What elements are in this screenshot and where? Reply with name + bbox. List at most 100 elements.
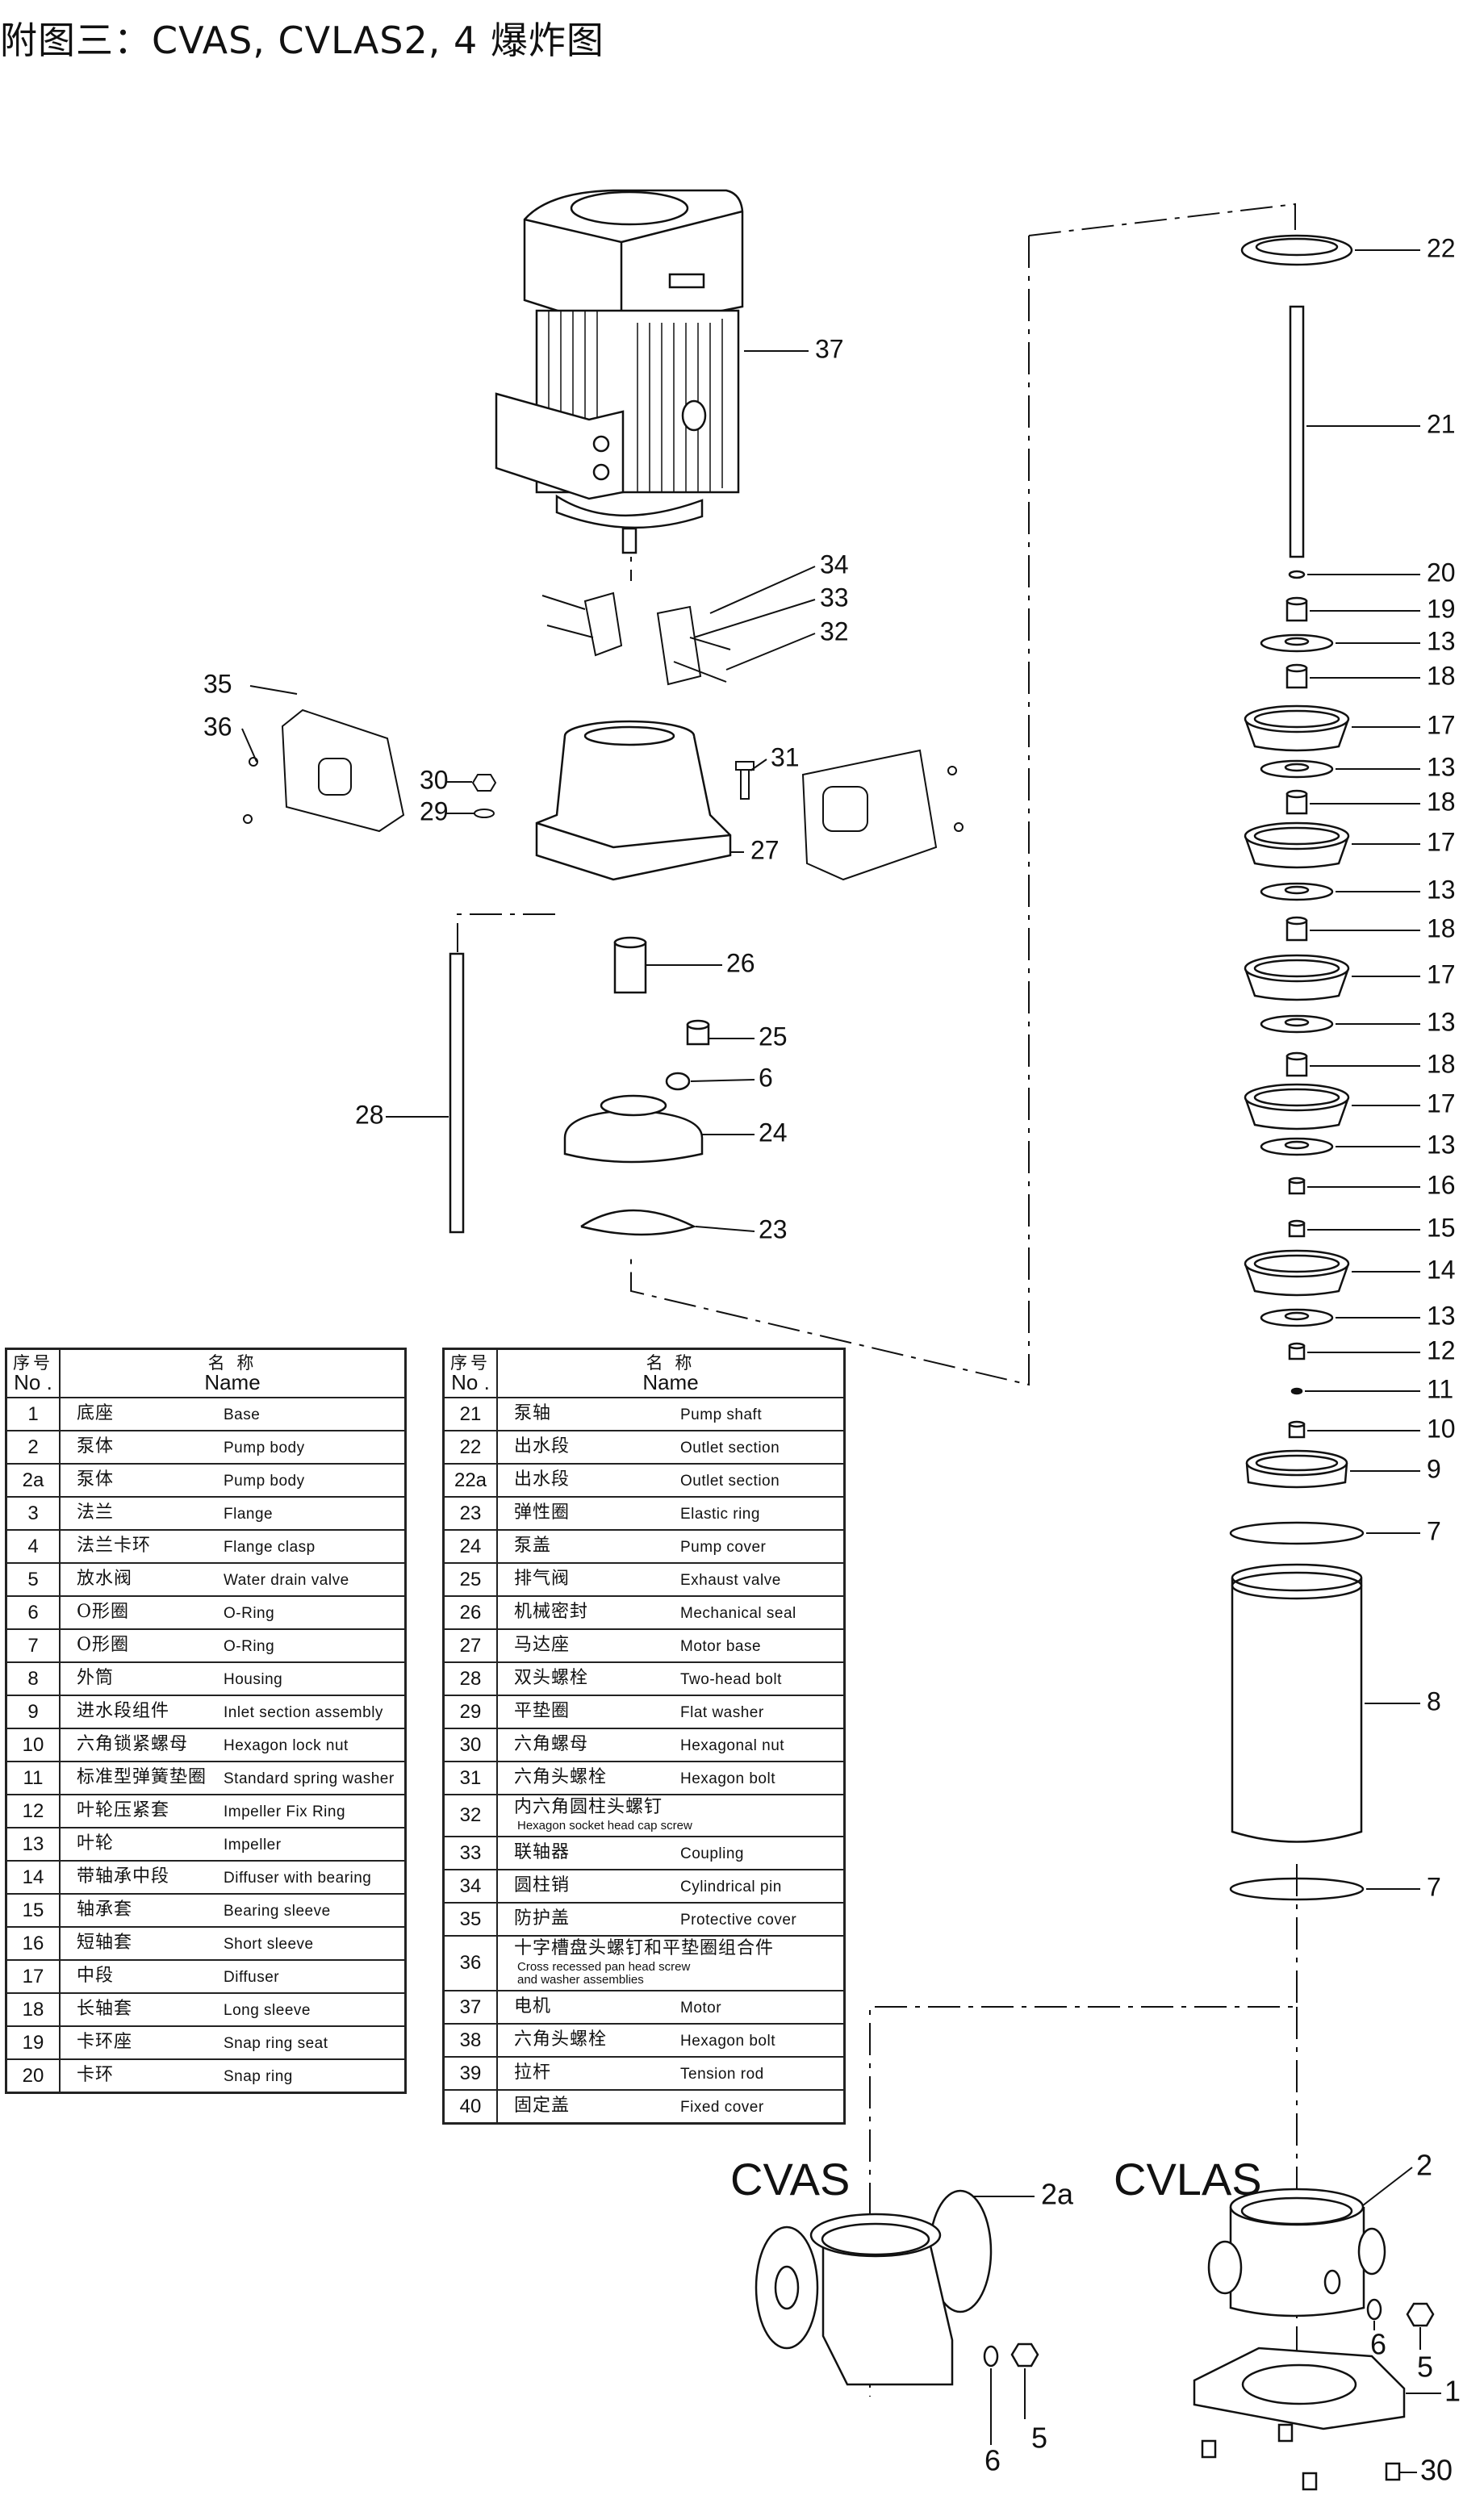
part-name-en: Hexagon bolt: [680, 2033, 775, 2050]
cvas-label: CVAS: [730, 2154, 850, 2205]
oring-part: [1229, 1877, 1365, 1901]
callout: 32: [725, 616, 849, 671]
callout: 37: [744, 334, 844, 363]
part-name-en: Hexagon bolt: [680, 1770, 775, 1787]
part-name-en: Water drain valve: [224, 1572, 349, 1589]
part-number: 22: [442, 1430, 498, 1465]
cvas-pump-body: [755, 2189, 1039, 2386]
diffuser-part: [1244, 704, 1350, 752]
callout-number: 10: [1427, 1414, 1456, 1443]
part-number: 9: [5, 1695, 61, 1729]
part-name-cn: 泵体: [77, 1469, 115, 1490]
part-name-en: Pump shaft: [680, 1406, 763, 1423]
part-name-en: Flange: [224, 1506, 274, 1523]
part-number: 38: [442, 2023, 498, 2058]
callout: 31: [750, 742, 800, 771]
diffuser-part: [1244, 1249, 1350, 1297]
part-name-cn: 进水段组件: [77, 1701, 170, 1721]
part-number: 2a: [5, 1463, 61, 1498]
part-name-en: O-Ring: [224, 1605, 275, 1622]
inlet-part: [1245, 1449, 1348, 1489]
small-part: [1288, 1342, 1306, 1360]
part-number: 8: [5, 1661, 61, 1696]
motor-base-part: [535, 720, 732, 881]
housing-part: [1231, 1563, 1363, 1843]
part-number: 21: [442, 1397, 498, 1431]
callout-number: 24: [759, 1118, 788, 1147]
part-number: 36: [442, 1935, 498, 1991]
part-number: 3: [5, 1496, 61, 1531]
callout: 27: [730, 835, 780, 864]
callout-labels: 2221201913181713181713181713181713161514…: [203, 233, 1461, 2486]
callout-number: 13: [1427, 1301, 1456, 1330]
callout-number: 32: [820, 616, 849, 646]
part-name-en: Hexagon lock nut: [224, 1737, 349, 1754]
part-name-en: Snap ring seat: [224, 2035, 328, 2052]
part-name-en: Snap ring: [224, 2068, 293, 2085]
callout: 9: [1350, 1454, 1441, 1483]
part-name-en: Pump body: [224, 1473, 305, 1490]
callout: 14: [1352, 1255, 1456, 1284]
callout: 18: [1310, 661, 1456, 690]
callout-number: 14: [1427, 1255, 1456, 1284]
part-name-en: Hexagonal nut: [680, 1737, 785, 1754]
callout: 18: [1310, 1049, 1456, 1078]
callout: 5: [1417, 2327, 1433, 2384]
callout-number: 22: [1427, 233, 1456, 262]
callout: 29: [420, 796, 474, 825]
callout-number: 29: [420, 796, 449, 825]
impeller-part: [1260, 633, 1334, 653]
callout-number: 15: [1427, 1213, 1456, 1242]
callout-number: 18: [1427, 1049, 1456, 1078]
part-name-en: Bearing sleeve: [224, 1903, 331, 1920]
callout: 17: [1352, 827, 1456, 856]
part-number: 5: [5, 1562, 61, 1597]
part-number: 27: [442, 1628, 498, 1663]
callout-number: 18: [1427, 913, 1456, 942]
part-name-en: Pump body: [224, 1440, 305, 1456]
part-name-cn: 拉杆: [514, 2062, 552, 2083]
part-number: 24: [442, 1529, 498, 1564]
part-name-en: Flange clasp: [224, 1539, 316, 1556]
part-number: 35: [442, 1902, 498, 1937]
callout-number: 30: [420, 765, 449, 794]
part-name-cn: 出水段: [514, 1436, 571, 1456]
part-number: 11: [5, 1761, 61, 1795]
part-number: 10: [5, 1728, 61, 1762]
callout-number: 18: [1427, 787, 1456, 816]
part-name-cn: 固定盖: [514, 2096, 571, 2116]
pump-stack: [1229, 234, 1365, 1901]
pump-cover-group: [449, 936, 710, 1236]
part-name-cn: 平垫圈: [514, 1701, 571, 1721]
callout-number: 12: [1427, 1335, 1456, 1365]
